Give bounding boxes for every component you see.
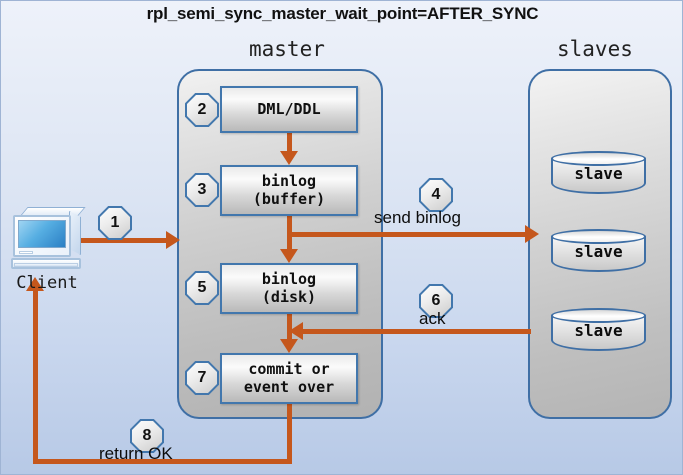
connector-dml-to-buffer [287,133,292,153]
page-title: rpl_semi_sync_master_wait_point=AFTER_SY… [146,4,539,23]
monitor-vent-icon [19,251,33,254]
master-box-binlog-disk[interactable]: binlog (disk) [220,263,358,314]
connector-client-to-master [76,238,168,243]
flow-label-return-ok: return OK [99,444,173,463]
step-badge-7-label: 7 [187,363,217,393]
arrowhead-return-ok [26,277,44,291]
column-header-master: master [249,37,325,61]
flow-label-ack: ack [419,309,446,328]
master-box-binlog-buffer[interactable]: binlog (buffer) [220,165,358,216]
connector-ack [301,329,531,334]
slave-node-3[interactable]: slave [551,308,646,351]
slave-label: slave [574,321,623,340]
step-badge-3: 3 [185,173,219,207]
slave-label: slave [574,164,623,183]
computer-base-shadow-icon [14,263,78,267]
connector-send-binlog [287,232,531,237]
monitor-screen-icon [18,220,66,248]
cylinder-top [551,308,646,323]
slave-node-1[interactable]: slave [551,151,646,194]
step-badge-8: 8 [130,419,164,453]
arrowhead-send-binlog [525,225,539,243]
step-badge-1-label: 1 [100,208,130,238]
connector-return-ok-bottom [33,459,292,464]
arrowhead-dml-to-buffer [280,151,298,165]
step-badge-2-label: 2 [187,95,217,125]
step-badge-5-label: 5 [187,273,217,303]
cylinder-top [551,151,646,166]
step-badge-4-label: 4 [421,180,451,210]
step-badge-2: 2 [185,93,219,127]
flow-label-send-binlog: send binlog [374,208,461,227]
connector-commit-down [287,404,292,464]
step-badge-4: 4 [419,178,453,212]
connector-return-ok-left [33,289,38,464]
step-badge-7: 7 [185,361,219,395]
step-badge-6: 6 [419,284,453,318]
slave-node-2[interactable]: slave [551,229,646,272]
arrowhead-ack [289,322,303,340]
arrowhead-client-to-master [166,231,180,249]
client-label: Client [16,273,78,293]
computer-icon[interactable] [11,207,86,273]
step-badge-3-label: 3 [187,175,217,205]
arrowhead-disk-to-commit [280,339,298,353]
master-box-dml[interactable]: DML/DDL [220,86,358,133]
step-badge-8-label: 8 [132,421,162,451]
step-badge-6-label: 6 [421,286,451,316]
master-box-commit-or-event-over[interactable]: commit or event over [220,353,358,404]
cylinder-top [551,229,646,244]
column-header-slaves: slaves [557,37,633,61]
arrowhead-buffer-to-disk [280,249,298,263]
slave-label: slave [574,242,623,261]
step-badge-5: 5 [185,271,219,305]
step-badge-1: 1 [98,206,132,240]
